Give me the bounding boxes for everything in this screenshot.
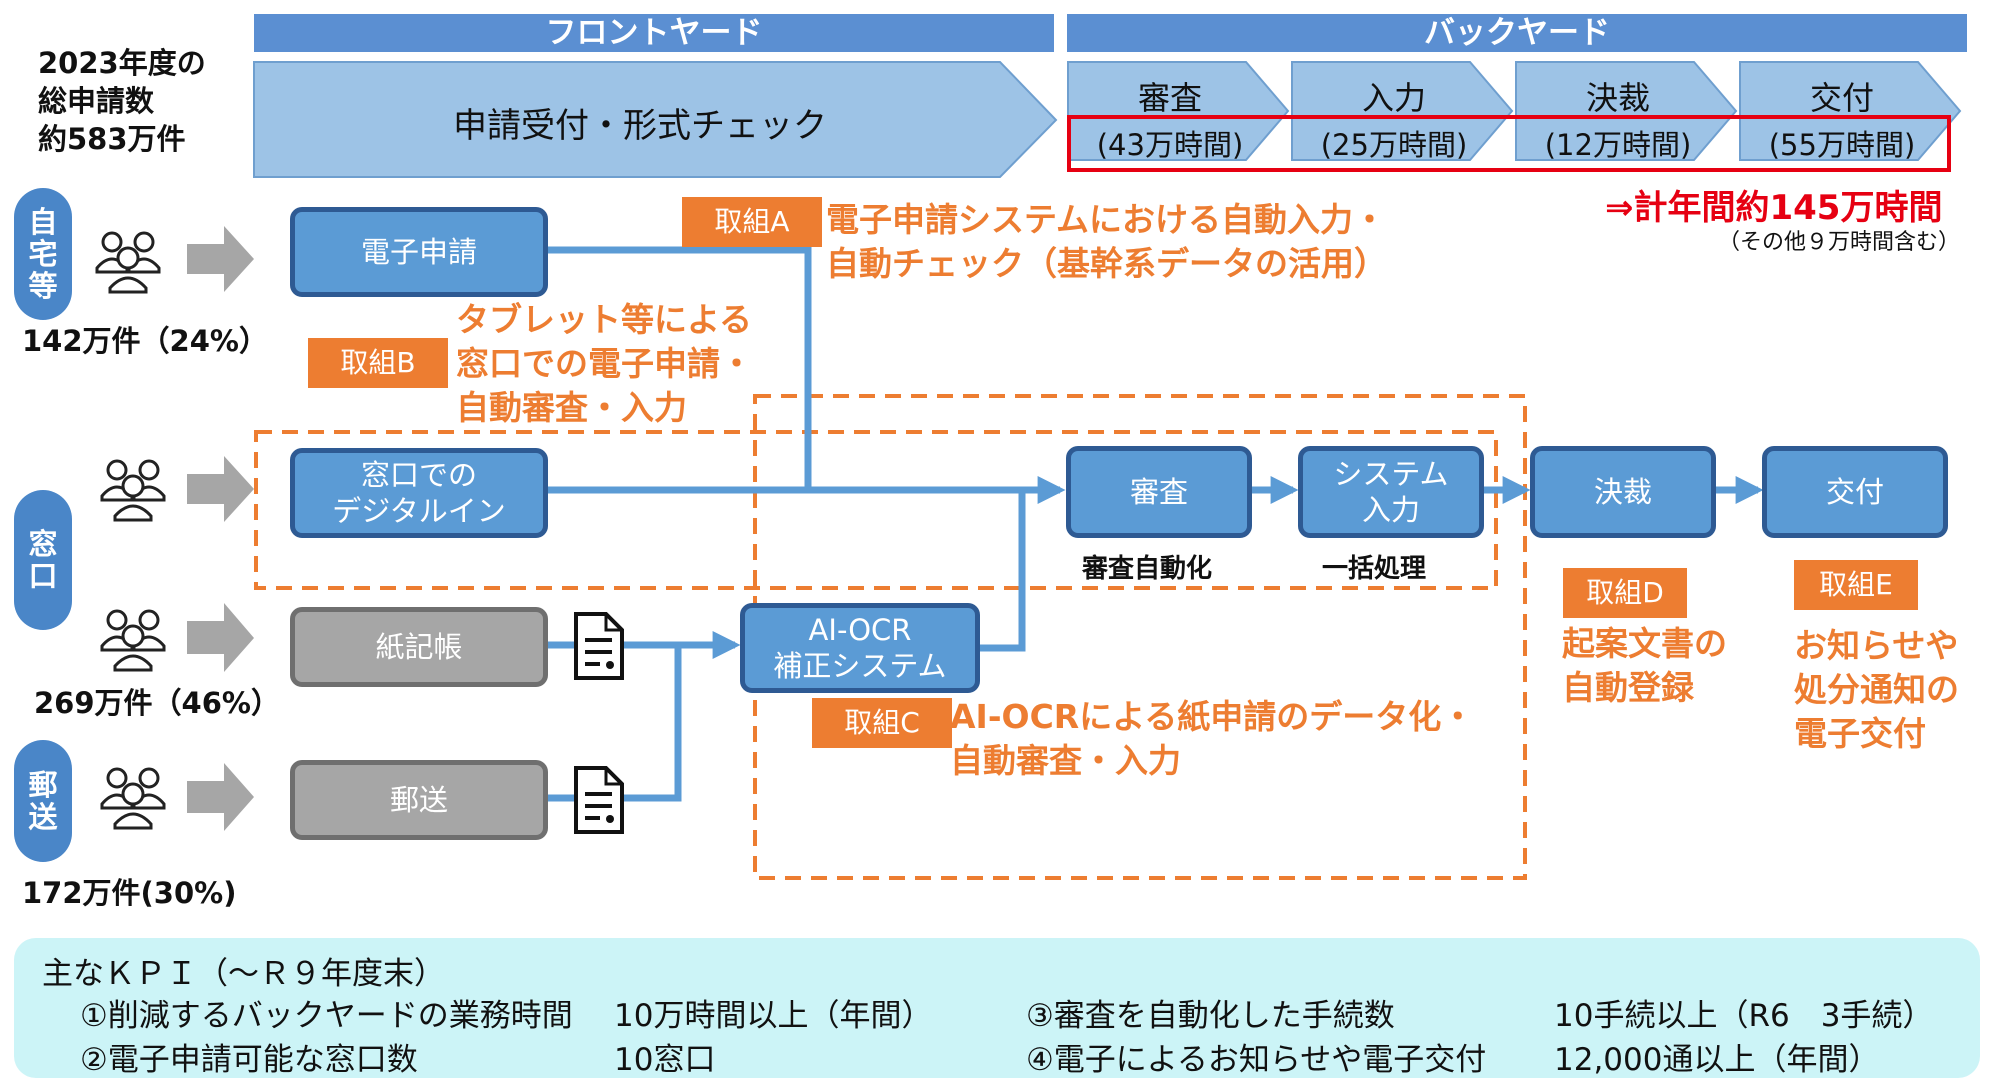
initiative-a-text: 電子申請システムにおける自動入力・ 自動チェック（基幹系データの活用） — [826, 200, 1387, 283]
total-hours: ⇒計年間約145万時間 — [1605, 188, 1943, 228]
denshi-line — [545, 246, 812, 490]
kofu-box: 交付 — [1762, 446, 1948, 538]
initiative-b-tag: 取組B — [308, 338, 448, 388]
back-step-2-hours: (25万時間) — [1320, 128, 1468, 162]
aiocr-up-line — [980, 490, 1026, 652]
back-step-3-hours: (12万時間) — [1544, 128, 1692, 162]
kpi-4-value: 12,000通以上（年間） — [1554, 1042, 1880, 1078]
initiative-e-tag: 取組E — [1794, 560, 1918, 610]
back-step-4-hours: (55万時間) — [1768, 128, 1916, 162]
paper-people-icon — [100, 609, 166, 672]
front-yard-header: フロントヤード — [254, 14, 1054, 52]
madoguchi-digital-in-box: 窓口でのデジタルイン — [290, 448, 548, 538]
front-bar-label: 申請受付・形式チェック — [453, 106, 827, 146]
front-chevron — [253, 61, 1058, 178]
denshi-shinsei-box: 電子申請 — [290, 207, 548, 297]
kpi-1-label: ①削減するバックヤードの業務時間 — [80, 998, 573, 1034]
hours-highlight-box — [1067, 115, 1951, 172]
home-arrow — [187, 226, 254, 292]
back-step-4-label: 交付 — [1809, 79, 1874, 117]
total-line-2: 総申請数 — [38, 84, 155, 118]
home-people-icon — [95, 231, 161, 294]
counter-arrow — [187, 456, 254, 522]
total-line-3: 約583万件 — [38, 122, 186, 156]
system-input-box: システム入力 — [1298, 446, 1484, 538]
back-step-1-hours: (43万時間) — [1096, 128, 1244, 162]
yuso-box: 郵送 — [290, 760, 548, 840]
back-chevron-2 — [1291, 61, 1514, 161]
paper-document-icon — [574, 612, 624, 680]
shinsa-box: 審査 — [1066, 446, 1252, 538]
kpi-3-label: ③審査を自動化した手続数 — [1026, 998, 1395, 1034]
initiative-e-text: お知らせや 処分通知の 電子交付 — [1794, 626, 1959, 753]
counter-people-icon — [100, 459, 166, 522]
initiative-b-text: タブレット等による 窓口での電子申請・ 自動審査・入力 — [456, 300, 753, 427]
home-count: 142万件（24%） — [22, 324, 268, 358]
channel-mail-label: 郵 送 — [14, 740, 72, 862]
kpi-2-label: ②電子申請可能な窓口数 — [80, 1042, 418, 1078]
total-applications: 2023年度の 総申請数 約583万件 — [38, 44, 206, 158]
total-line-1: 2023年度の — [38, 46, 206, 80]
back-yard-header: バックヤード — [1067, 14, 1967, 52]
initiative-d-tag: 取組D — [1563, 568, 1687, 618]
initiative-d-text: 起案文書の 自動登録 — [1562, 624, 1727, 707]
kpi-2-value: 10窓口 — [614, 1042, 716, 1078]
initiative-b-region — [254, 430, 1498, 590]
kami-kicho-box: 紙記帳 — [290, 607, 548, 687]
mail-count: 172万件(30%) — [22, 876, 237, 910]
counter-count: 269万件（46%） — [34, 686, 280, 720]
back-chevron-4 — [1739, 61, 1962, 161]
kpi-4-label: ④電子によるお知らせや電子交付 — [1026, 1042, 1487, 1078]
back-step-3-label: 決裁 — [1585, 79, 1650, 117]
channel-home-label: 自 宅 等 — [14, 188, 72, 320]
back-step-2-label: 入力 — [1361, 79, 1426, 117]
kpi-3-value: 10手続以上（R6 3手続） — [1554, 998, 1934, 1034]
kessai-box: 決裁 — [1530, 446, 1716, 538]
shinsa-automation-label: 審査自動化 — [1082, 554, 1213, 584]
total-hours-note: （その他９万時間含む） — [1718, 230, 1961, 255]
process-chevrons — [253, 61, 1962, 178]
batch-processing-label: 一括処理 — [1322, 554, 1427, 584]
kpi-panel: 主なＫＰＩ（～Ｒ９年度末） ①削減するバックヤードの業務時間 10万時間以上（年… — [14, 938, 1980, 1078]
channel-counter-label: 窓 口 — [14, 490, 72, 630]
initiative-c-tag: 取組C — [812, 698, 952, 748]
initiative-c-text: AI-OCRによる紙申請のデータ化・ 自動審査・入力 — [950, 697, 1475, 780]
mail-people-icon — [100, 767, 166, 830]
back-chevron-3 — [1515, 61, 1738, 161]
initiative-a-tag: 取組A — [682, 197, 822, 247]
back-step-1-label: 審査 — [1137, 79, 1202, 117]
paper-arrow — [187, 603, 254, 672]
kpi-1-value: 10万時間以上（年間） — [614, 998, 933, 1034]
mail-arrow — [187, 763, 254, 831]
kpi-title: 主なＫＰＩ（～Ｒ９年度末） — [42, 956, 445, 992]
mail-document-icon — [574, 766, 624, 834]
